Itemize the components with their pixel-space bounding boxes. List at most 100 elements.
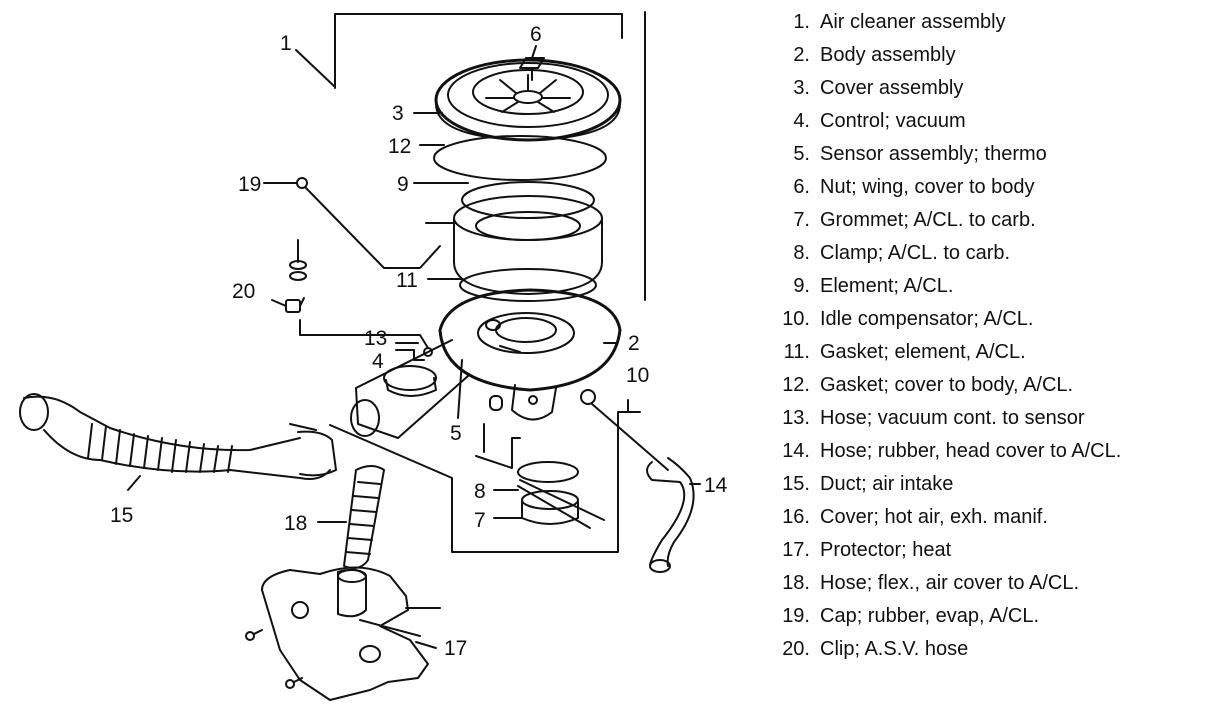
legend-number: 20. bbox=[782, 638, 810, 660]
legend-number: 17. bbox=[782, 539, 810, 561]
legend-item: 6. Nut; wing, cover to body bbox=[760, 171, 1210, 204]
callout-4: 4 bbox=[372, 350, 384, 373]
heat-protector bbox=[261, 566, 429, 701]
gasket-cover-to-body bbox=[433, 135, 607, 181]
legend-item: 12. Gasket; cover to body, A/CL. bbox=[760, 369, 1210, 402]
legend-number: 9. bbox=[793, 275, 810, 297]
air-intake-duct bbox=[19, 393, 337, 480]
callout-17: 17 bbox=[444, 637, 467, 660]
legend-description: Gasket; element, A/CL. bbox=[820, 341, 1026, 363]
legend-item: 5. Sensor assembly; thermo bbox=[760, 138, 1210, 171]
legend-description: Hose; vacuum cont. to sensor bbox=[820, 407, 1085, 429]
legend-item: 17. Protector; heat bbox=[760, 534, 1210, 567]
legend-number: 12. bbox=[782, 374, 810, 396]
legend-item: 19. Cap; rubber, evap, A/CL. bbox=[760, 600, 1210, 633]
callout-2: 2 bbox=[628, 332, 640, 355]
rubber-hose-head-cover bbox=[591, 403, 695, 573]
legend-number: 2. bbox=[793, 44, 810, 66]
legend-item: 20. Clip; A.S.V. hose bbox=[760, 633, 1210, 666]
parts-legend: 1. Air cleaner assembly 2. Body assembly 3… bbox=[760, 6, 1210, 666]
clamp bbox=[517, 461, 605, 529]
legend-number: 10. bbox=[782, 308, 810, 330]
legend-number: 13. bbox=[782, 407, 810, 429]
legend-description: Cap; rubber, evap, A/CL. bbox=[820, 605, 1040, 627]
legend-description: Gasket; cover to body, A/CL. bbox=[820, 374, 1074, 396]
legend-item: 4. Control; vacuum bbox=[760, 105, 1210, 138]
legend-item: 2. Body assembly bbox=[760, 39, 1210, 72]
thermo-sensor bbox=[475, 423, 521, 469]
legend-number: 6. bbox=[793, 176, 810, 198]
legend-item: 18.Hose; flex., air cover to A/CL. bbox=[760, 567, 1210, 600]
legend-item: 7. Grommet; A/CL. to carb. bbox=[760, 204, 1210, 237]
body-assembly bbox=[438, 288, 622, 421]
vacuum-hose bbox=[299, 319, 429, 349]
callout-15: 15 bbox=[110, 504, 133, 527]
legend-item: 11. Gasket; element, A/CL. bbox=[760, 336, 1210, 369]
callout-8: 8 bbox=[474, 480, 486, 503]
legend-item: 3. Cover assembly bbox=[760, 72, 1210, 105]
assembly-bracket bbox=[329, 11, 646, 553]
legend-number: 15. bbox=[782, 473, 810, 495]
air-element bbox=[453, 181, 603, 295]
legend-description: Nut; wing, cover to body bbox=[820, 176, 1035, 198]
legend-number: 3. bbox=[793, 77, 810, 99]
callout-7: 7 bbox=[474, 509, 486, 532]
cover-assembly bbox=[434, 58, 622, 142]
legend-description: Sensor assembly; thermo bbox=[820, 143, 1047, 165]
legend-number: 18. bbox=[782, 572, 810, 594]
callout-18: 18 bbox=[284, 512, 307, 535]
legend-description: Clamp; A/CL. to carb. bbox=[820, 242, 1011, 264]
legend-description: Idle compensator; A/CL. bbox=[820, 308, 1034, 330]
gasket-element bbox=[459, 268, 597, 302]
callout-5: 5 bbox=[450, 422, 462, 445]
legend-item: 1. Air cleaner assembly bbox=[760, 6, 1210, 39]
callout-6: 6 bbox=[530, 23, 542, 46]
legend-description: Cover; hot air, exh. manif. bbox=[820, 506, 1048, 528]
legend-number: 1. bbox=[793, 11, 810, 33]
legend-number: 19. bbox=[782, 605, 810, 627]
legend-description: Air cleaner assembly bbox=[820, 11, 1006, 33]
legend-item: 8. Clamp; A/CL. to carb. bbox=[760, 237, 1210, 270]
callout-12: 12 bbox=[388, 135, 411, 158]
legend-number: 11. bbox=[783, 341, 810, 363]
legend-description: Body assembly bbox=[820, 44, 956, 66]
legend-description: Hose; rubber, head cover to A/CL. bbox=[820, 440, 1122, 462]
leader-lines bbox=[127, 45, 701, 649]
asv-clip bbox=[285, 239, 307, 313]
callout-10: 10 bbox=[626, 364, 649, 387]
callout-14: 14 bbox=[704, 474, 728, 497]
rubber-cap bbox=[296, 177, 441, 269]
callout-13: 13 bbox=[364, 327, 387, 350]
legend-item: 15. Duct; air intake bbox=[760, 468, 1210, 501]
legend-item: 16. Cover; hot air, exh. manif. bbox=[760, 501, 1210, 534]
legend-number: 5. bbox=[793, 143, 810, 165]
legend-description: Control; vacuum bbox=[820, 110, 966, 132]
legend-description: Clip; A.S.V. hose bbox=[820, 638, 969, 660]
legend-number: 14. bbox=[782, 440, 810, 462]
legend-number: 7. bbox=[793, 209, 810, 231]
legend-number: 16. bbox=[782, 506, 810, 528]
callout-labels: 1 6 3 12 9 19 11 20 13 4 2 10 5 8 7 14 1… bbox=[110, 23, 728, 660]
callout-19: 19 bbox=[238, 173, 261, 196]
legend-description: Element; A/CL. bbox=[820, 275, 954, 297]
legend-item: 10. Idle compensator; A/CL. bbox=[760, 303, 1210, 336]
legend-description: Grommet; A/CL. to carb. bbox=[820, 209, 1036, 231]
legend-item: 13. Hose; vacuum cont. to sensor bbox=[760, 402, 1210, 435]
legend-description: Protector; heat bbox=[820, 539, 952, 561]
flex-hose bbox=[343, 465, 385, 569]
callout-20: 20 bbox=[232, 280, 255, 303]
callout-3: 3 bbox=[392, 102, 404, 125]
legend-description: Cover assembly bbox=[820, 77, 964, 99]
legend-item: 9. Element; A/CL. bbox=[760, 270, 1210, 303]
legend-number: 4. bbox=[793, 110, 810, 132]
legend-item: 14. Hose; rubber, head cover to A/CL. bbox=[760, 435, 1210, 468]
intake-snorkel bbox=[350, 339, 469, 439]
legend-number: 8. bbox=[793, 242, 810, 264]
callout-11: 11 bbox=[396, 269, 418, 292]
screws bbox=[245, 629, 303, 689]
callout-9: 9 bbox=[397, 173, 409, 196]
wing-nut bbox=[519, 57, 545, 81]
grommet bbox=[521, 490, 579, 525]
legend-description: Duct; air intake bbox=[820, 473, 954, 495]
